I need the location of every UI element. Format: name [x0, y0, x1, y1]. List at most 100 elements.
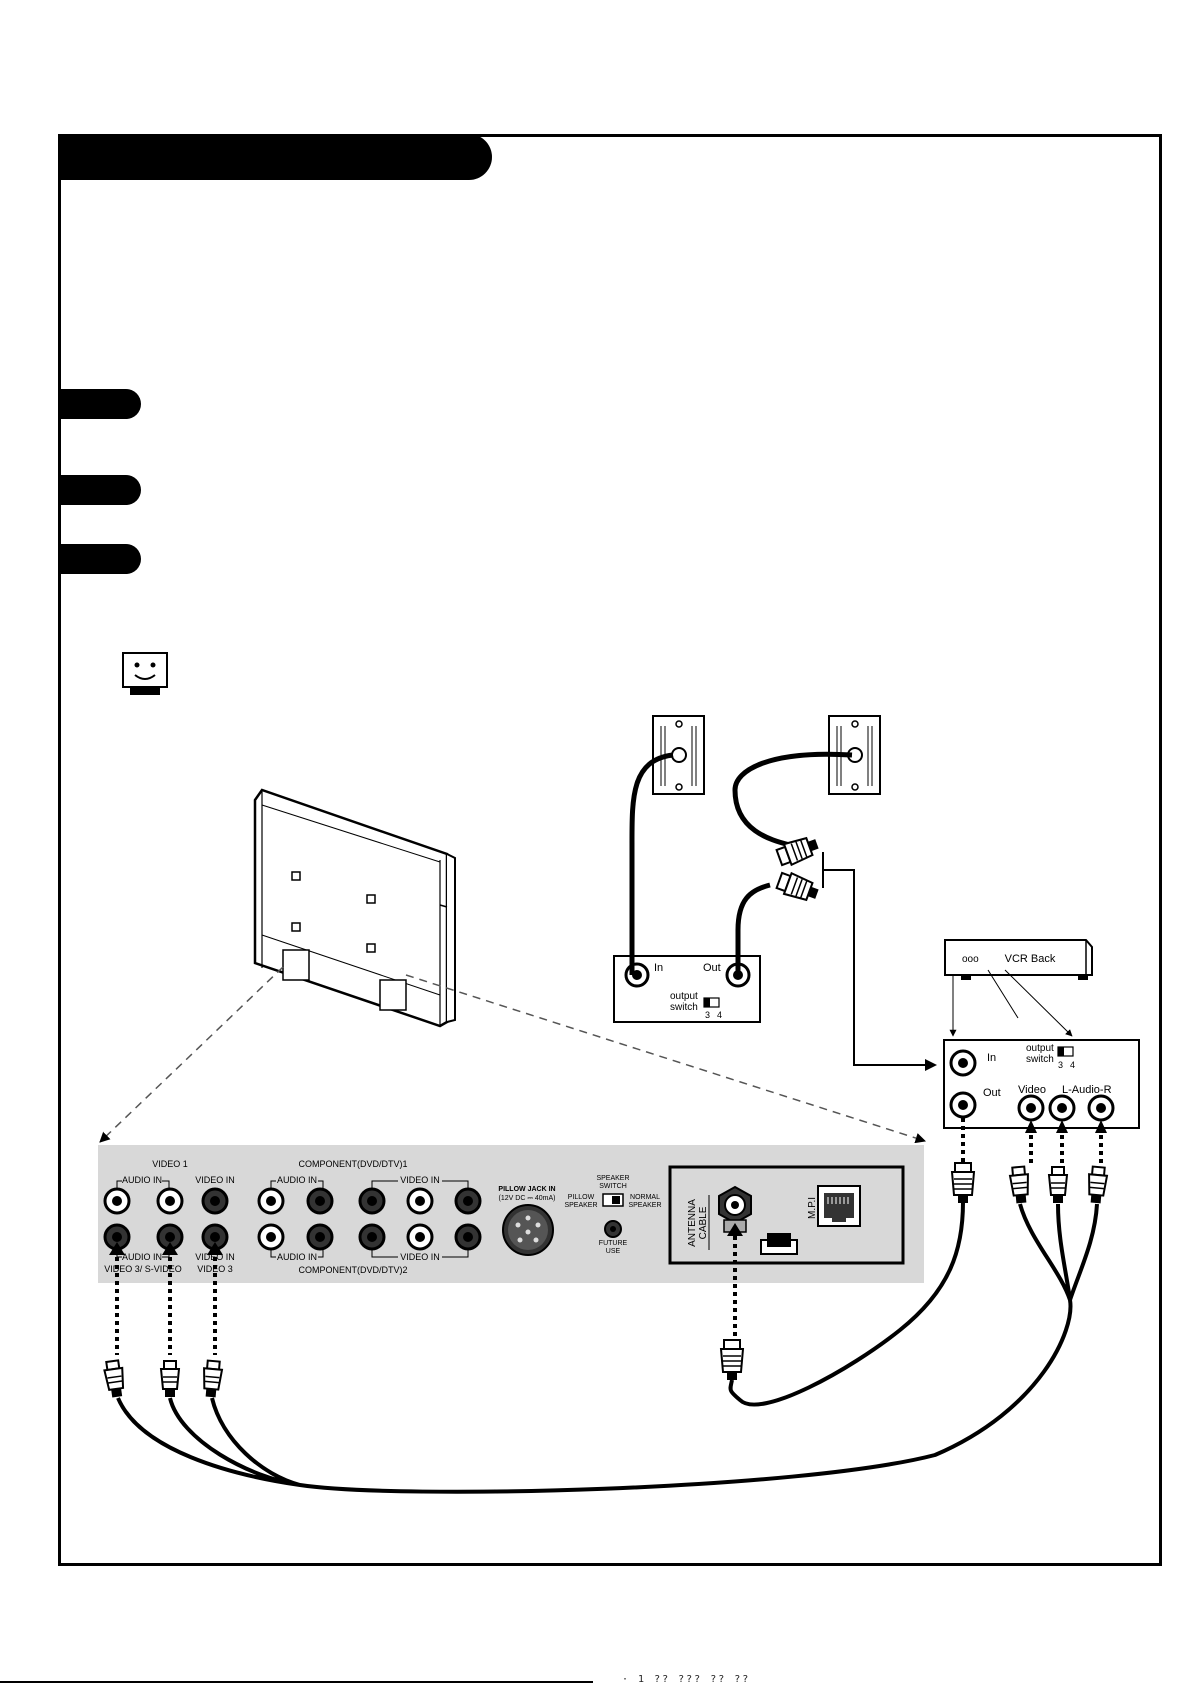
label-pillow-speaker-2: SPEAKER — [564, 1202, 597, 1209]
pillow-jack-din — [502, 1204, 554, 1256]
step-tab-1 — [58, 389, 141, 419]
vcr-label-switch: switch — [1026, 1054, 1054, 1065]
converter-output-switch[interactable] — [703, 997, 720, 1008]
rca-plug-icon — [1048, 1166, 1068, 1204]
projection-line-right — [405, 974, 927, 1144]
step-tab-2 — [58, 475, 141, 505]
rca-plug-icon — [102, 1358, 128, 1400]
vcr-output-switch[interactable] — [1057, 1046, 1074, 1057]
rca-jack — [406, 1223, 434, 1251]
rca-jack — [257, 1223, 285, 1251]
vcr-label-dots: ooo — [962, 954, 979, 965]
converter-label-ch3: 3 — [705, 1010, 710, 1020]
vcr-label-out: Out — [983, 1087, 1001, 1099]
f-connector-icon — [951, 1162, 975, 1204]
label-audio-in-1: AUDIO IN — [122, 1175, 162, 1185]
label-video-in-1: VIDEO IN — [195, 1175, 235, 1185]
label-mpi: M.P.I — [807, 1197, 818, 1219]
label-pillow-speaker-1: PILLOW — [568, 1194, 595, 1201]
label-video3-svideo: VIDEO 3/ S-VIDEO — [104, 1264, 182, 1274]
converter-label-switch: switch — [670, 1002, 698, 1013]
wall-outlet-left — [652, 715, 705, 795]
rca-jack — [306, 1223, 334, 1251]
f-connector-icon — [774, 832, 822, 869]
vcr-in-jack — [949, 1049, 977, 1077]
rca-plug-icon — [1008, 1165, 1032, 1205]
label-pillow-spec: (12V DC ⎓ 40mA) — [499, 1195, 556, 1202]
section-title-bar — [58, 134, 492, 180]
converter-in-jack — [624, 962, 650, 988]
rca-plug-icon — [1085, 1165, 1109, 1205]
label-component-audio-in-1: AUDIO IN — [277, 1175, 317, 1185]
label-pillow-jack: PILLOW JACK IN — [498, 1186, 555, 1193]
vcr-audio-l-jack — [1048, 1094, 1076, 1122]
connector-to-vcr-line — [822, 852, 925, 1066]
vcr-out-jack — [949, 1091, 977, 1119]
mpi-connector — [760, 1233, 798, 1255]
label-cable: CABLE — [698, 1206, 709, 1239]
future-use-jack — [604, 1220, 622, 1238]
cable-wall-right — [732, 751, 853, 848]
label-component-video-in-1: VIDEO IN — [400, 1175, 440, 1185]
vcr-illustration: ooo VCR Back — [944, 939, 1093, 980]
rca-jack — [201, 1187, 229, 1215]
mpi-port — [817, 1185, 861, 1227]
vcr-label-in: In — [987, 1052, 996, 1064]
f-connector-icon — [720, 1339, 744, 1381]
label-speaker-switch-2: SWITCH — [599, 1183, 627, 1190]
label-normal-speaker-1: NORMAL — [630, 1194, 660, 1201]
vcr-label-output: output — [1026, 1043, 1054, 1054]
rca-jack — [358, 1187, 386, 1215]
f-connector-icon — [774, 869, 822, 906]
label-future-use-1: FUTURE — [599, 1240, 628, 1247]
vcr-label-ch4: 4 — [1070, 1060, 1075, 1070]
cable-vcr-out-to-tv-antenna — [728, 1201, 965, 1407]
cable-vcr-av-to-tv-video1 — [116, 1203, 1099, 1494]
label-component-audio-in-2: AUDIO IN — [277, 1252, 317, 1262]
rca-jack — [201, 1223, 229, 1251]
converter-label-in: In — [654, 962, 663, 974]
label-video1: VIDEO 1 — [152, 1159, 188, 1169]
rca-jack — [358, 1223, 386, 1251]
tv-back-illustration — [253, 788, 456, 1028]
vcr-label-back: VCR Back — [1005, 953, 1056, 965]
rca-jack — [406, 1187, 434, 1215]
rca-jack — [257, 1187, 285, 1215]
label-normal-speaker-2: SPEAKER — [628, 1202, 661, 1209]
rca-jack — [306, 1187, 334, 1215]
vcr-video-jack — [1017, 1094, 1045, 1122]
speaker-switch[interactable] — [602, 1193, 624, 1207]
vcr-label-video: Video — [1018, 1084, 1046, 1096]
page-frame — [58, 134, 1162, 1566]
label-audio-in-3: AUDIO IN — [122, 1252, 162, 1262]
vcr-pointer-line — [987, 969, 1019, 1019]
projection-line-left — [99, 966, 284, 1143]
rca-jack — [156, 1187, 184, 1215]
step-tab-3 — [58, 544, 141, 574]
rca-jack — [454, 1223, 482, 1251]
vcr-label-audio: L-Audio-R — [1062, 1084, 1112, 1096]
cable-wall-to-converter-in — [629, 752, 674, 975]
label-antenna: ANTENNA — [687, 1199, 698, 1247]
tv-jack-panel: VIDEO 1 AUDIO IN VIDEO IN AUDIO IN VIDEO… — [98, 1145, 924, 1283]
footer-text-fragment: · 1 ?? ??? ?? ?? — [622, 1674, 751, 1685]
label-component1: COMPONENT(DVD/DTV)1 — [298, 1159, 407, 1169]
label-future-use-2: USE — [606, 1248, 621, 1255]
converter-label-ch4: 4 — [717, 1010, 722, 1020]
rca-plug-icon — [160, 1360, 180, 1398]
vcr-pointer-line — [1004, 969, 1073, 1037]
converter-label-output: output — [670, 991, 698, 1002]
rca-jack — [103, 1187, 131, 1215]
rca-jack — [454, 1187, 482, 1215]
smiley-note-icon — [122, 652, 168, 695]
converter-label-out: Out — [703, 962, 721, 974]
vcr-label-ch3: 3 — [1058, 1060, 1063, 1070]
label-component-video-in-2: VIDEO IN — [400, 1252, 440, 1262]
vcr-audio-r-jack — [1087, 1094, 1115, 1122]
label-speaker-switch-1: SPEAKER — [596, 1175, 629, 1182]
footer-rule — [0, 1681, 593, 1683]
rca-plug-icon — [200, 1359, 224, 1399]
label-component2: COMPONENT(DVD/DTV)2 — [298, 1265, 407, 1275]
vcr-back-panel: In Out Video L-Audio-R output switch 3 4 — [943, 1039, 1140, 1129]
